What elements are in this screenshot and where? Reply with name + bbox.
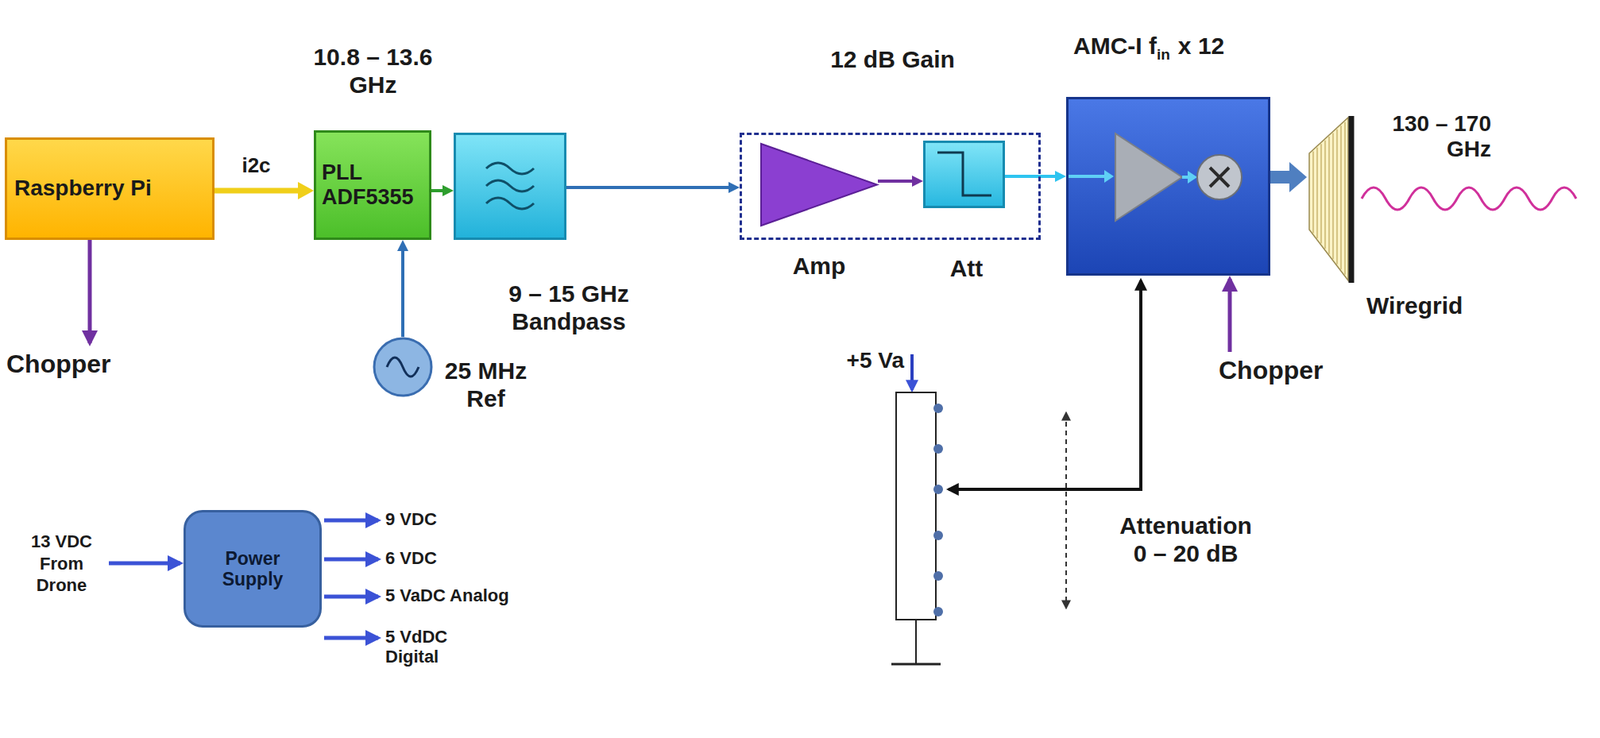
text-holder: 12 dB Gain <box>742 46 1044 74</box>
power-rail-label: 6 VDC <box>385 548 437 569</box>
text-holder: Power Supply <box>185 512 320 626</box>
node-label: AMC-I f <box>1073 32 1157 61</box>
internal-arrowhead <box>1104 170 1114 183</box>
gain-stage-group: AmpAtt12 dB Gain <box>739 132 1041 240</box>
rf-signal-arrow <box>566 185 729 190</box>
power-input-arrow <box>108 561 181 566</box>
text-holder: 9 – 15 GHz Bandpass <box>497 280 641 336</box>
output-frequency-label: 130 – 170 GHz <box>1360 111 1492 163</box>
text-holder: PLL ADF5355 <box>316 132 429 238</box>
text-holder: 13 VDC From Drone <box>23 530 100 597</box>
power-rail-label: 9 VDC <box>385 509 437 530</box>
text-holder: +5 Va <box>832 347 905 374</box>
power-output-arrow <box>324 636 379 641</box>
text-holder: Att <box>925 255 1008 283</box>
node-label: 12 dB Gain <box>742 46 1044 74</box>
power-input-label: 13 VDC From Drone <box>23 530 100 597</box>
reference-arrow <box>401 251 405 337</box>
text-holder: Chopper <box>1218 355 1324 386</box>
text-holder: in <box>1156 46 1171 64</box>
text-holder: 5 VaDC Analog <box>385 585 510 606</box>
mixer-symbol <box>1197 154 1242 200</box>
frequency-range-label: 10.8 – 13.6 GHz <box>299 43 447 99</box>
node-label: 9 – 15 GHz Bandpass <box>497 280 641 336</box>
internal-signal-arrow <box>1068 174 1108 178</box>
mixer-cross <box>1209 167 1229 187</box>
text-holder: 5 VdDC Digital <box>385 626 473 668</box>
text-holder: Attenuation 0 – 20 dB <box>1112 512 1260 568</box>
text-holder: AMC-I f <box>1073 32 1157 61</box>
rf-signal-arrow <box>431 189 443 193</box>
internal-amplifier-symbol <box>1115 133 1183 221</box>
potentiometer-taps <box>933 403 943 617</box>
text-holder: i2c <box>241 154 271 178</box>
i2c-bus-arrow <box>214 188 298 194</box>
attenuator-symbol <box>937 152 992 196</box>
power-output-arrow <box>324 557 379 562</box>
node-label: PLL ADF5355 <box>321 160 424 210</box>
node-label: Wiregrid <box>1366 292 1463 321</box>
node-label: 25 MHz Ref <box>436 357 536 413</box>
supply-voltage-label: +5 Va <box>832 347 905 374</box>
text-holder: 25 MHz Ref <box>436 357 536 413</box>
amplifier-triangle: Amp <box>760 142 878 227</box>
sine-symbol <box>386 357 419 377</box>
adjust-range-arrow <box>1065 413 1067 608</box>
text-holder: 6 VDC <box>385 548 437 569</box>
chopper-control-arrow <box>88 239 93 344</box>
chopper-control-arrow <box>1228 278 1233 352</box>
text-holder: 9 VDC <box>385 509 437 530</box>
rf-signal-arrow <box>877 179 913 183</box>
triangle-outline <box>760 142 878 227</box>
raspberry-pi-box: Raspberry Pi <box>4 137 215 240</box>
wiregrid-polarizer: Wiregrid <box>1306 115 1359 284</box>
ground-wire <box>915 619 917 665</box>
node-label: x 12 <box>1178 32 1225 61</box>
node-label: Att <box>925 255 1008 283</box>
text-holder: 130 – 170 GHz <box>1360 111 1492 163</box>
internal-arrowhead <box>1187 170 1198 184</box>
power-output-arrow <box>324 518 379 523</box>
text-holder: Amp <box>760 252 878 281</box>
bus-label: i2c <box>241 154 271 178</box>
text-holder: 10.8 – 13.6 GHz <box>299 43 447 99</box>
text-holder: Chopper <box>6 349 112 379</box>
node-label: Power Supply <box>208 548 297 591</box>
pll-box: PLL ADF5355 <box>313 130 432 240</box>
terahertz-beam-wave <box>1361 187 1577 210</box>
attenuation-label: Attenuation 0 – 20 dB <box>1112 512 1260 568</box>
supply-arrow <box>910 354 914 391</box>
wiper-control-line <box>948 280 1141 490</box>
power-rail-label: 5 VaDC Analog <box>385 585 510 606</box>
power-rail-label: 5 VdDC Digital <box>385 626 473 668</box>
bandpass-symbol <box>486 162 534 209</box>
node-label: in <box>1156 46 1171 64</box>
node-label: Amp <box>760 252 878 281</box>
node-label: Raspberry Pi <box>14 175 205 201</box>
output-beam-arrow <box>1270 170 1290 184</box>
power-supply-box: Power Supply <box>183 510 322 628</box>
chopper-label: Chopper <box>6 349 112 379</box>
power-output-arrow <box>324 595 379 600</box>
ground-symbol <box>891 663 941 666</box>
potentiometer-body <box>896 392 936 620</box>
text-holder: x 12 <box>1178 32 1225 61</box>
chopper-label: Chopper <box>1218 355 1324 386</box>
text-holder: Raspberry Pi <box>7 139 213 238</box>
text-holder: Wiregrid <box>1366 292 1463 321</box>
rf-signal-arrow <box>1004 174 1056 178</box>
grid-outline <box>1306 115 1359 284</box>
